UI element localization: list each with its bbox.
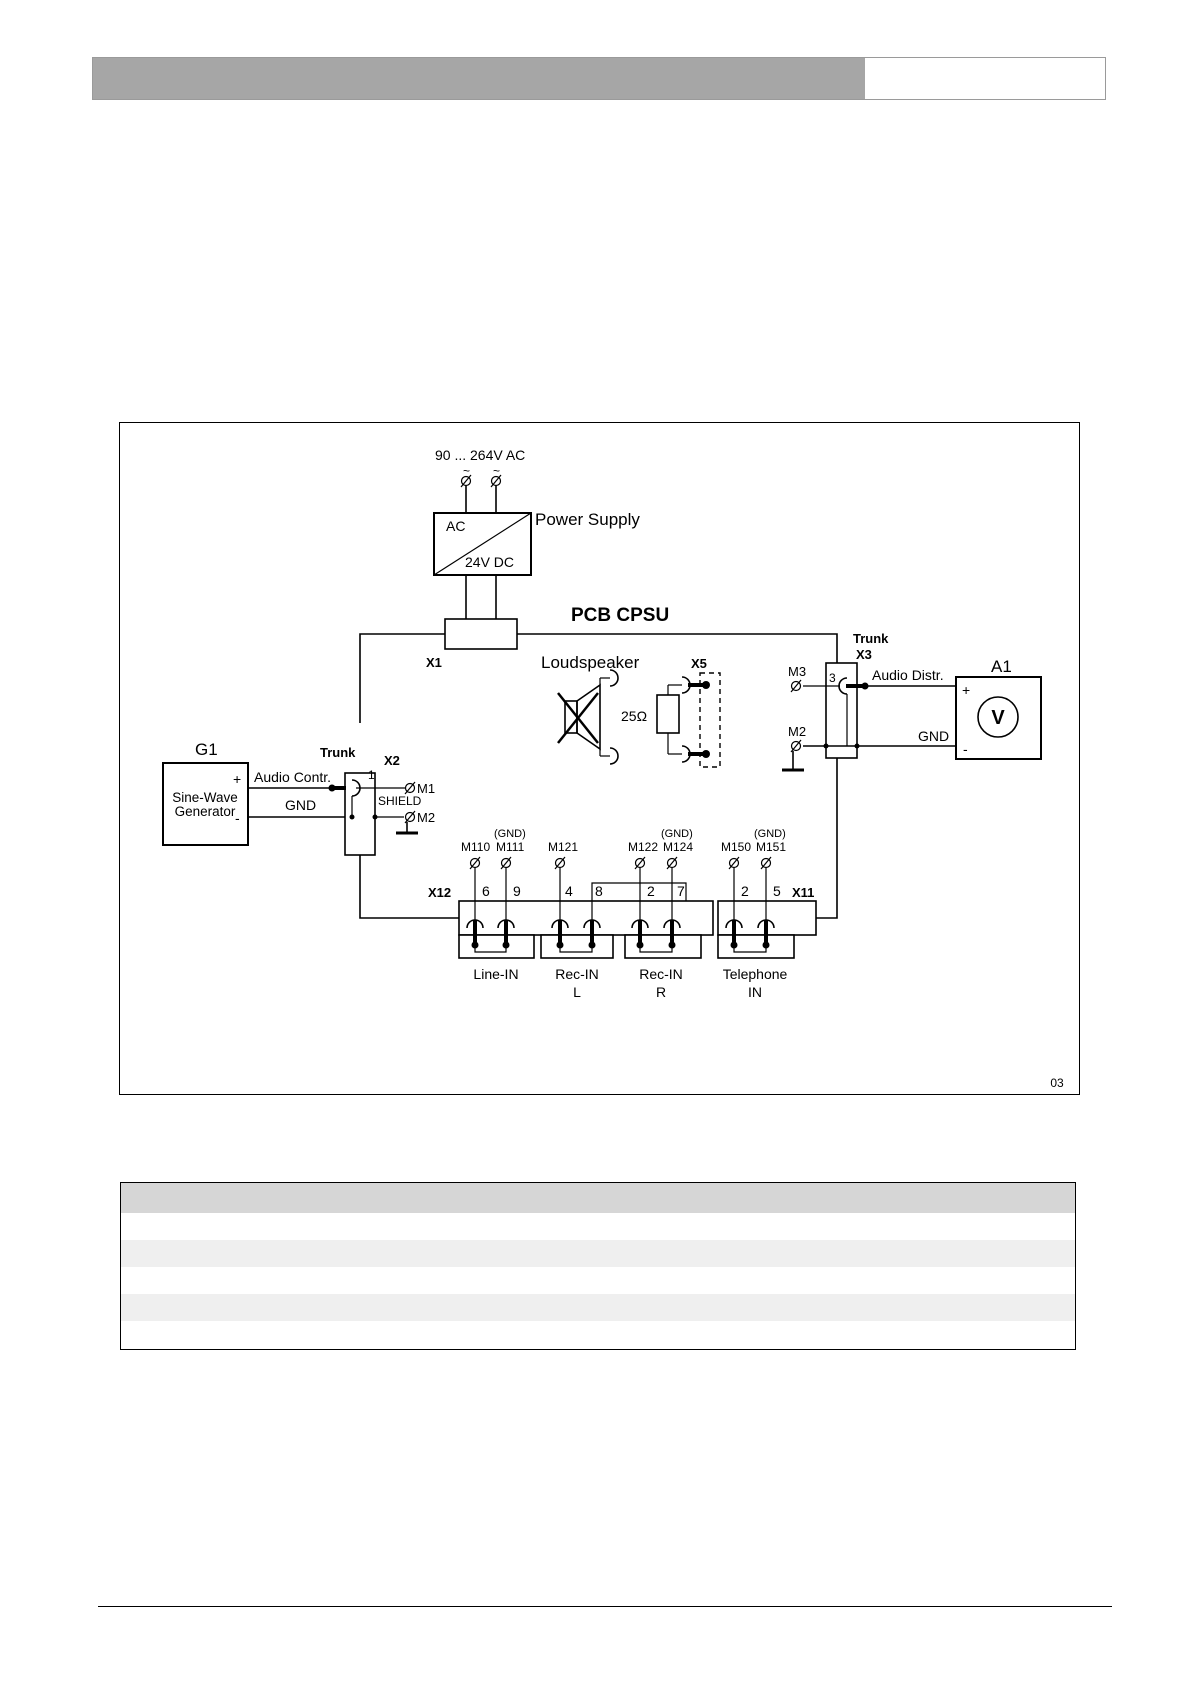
m3-label: M3 xyxy=(788,664,806,679)
m2-right-label: M2 xyxy=(788,724,806,739)
table-row xyxy=(121,1321,1075,1349)
gnd-tags: (GND) (GND) (GND) xyxy=(494,828,786,840)
circuit-diagram-svg: 90 ... 264V AC ~ ~ AC 24V DC Power Suppl… xyxy=(162,447,1064,1090)
x12-pin-6: 6 xyxy=(482,883,490,899)
x2-contact xyxy=(328,779,405,820)
ac-terminal-2 xyxy=(490,474,502,488)
x12-pin-9: 9 xyxy=(513,883,521,899)
ac-tilde-1: ~ xyxy=(463,464,470,478)
jack-contacts xyxy=(466,868,775,953)
g1-label: G1 xyxy=(195,740,218,759)
loudspeaker-symbol xyxy=(557,669,619,765)
ac-tilde-2: ~ xyxy=(493,464,500,478)
connector-x3 xyxy=(825,662,858,759)
connector-x5 xyxy=(681,672,721,768)
m3-terminal xyxy=(790,679,802,693)
m2-right-terminal xyxy=(782,739,804,772)
telephone-in-label: Telephone xyxy=(723,966,788,982)
generator-plus: + xyxy=(233,771,241,787)
x3-trunk-label: Trunk xyxy=(853,631,889,646)
m1-label: M1 xyxy=(417,781,435,796)
m150-label: M150 xyxy=(721,840,751,854)
voltmeter-symbol: V xyxy=(991,707,1005,729)
m124-gnd-tag: (GND) xyxy=(661,828,693,840)
x3-label: X3 xyxy=(856,647,872,662)
supply-voltage-label: 90 ... 264V AC xyxy=(435,447,525,463)
circuit-diagram: 90 ... 264V AC ~ ~ AC 24V DC Power Suppl… xyxy=(119,422,1080,1095)
table-row xyxy=(121,1240,1075,1267)
x11-pin-2: 2 xyxy=(741,883,749,899)
x12-pin-4: 4 xyxy=(565,883,573,899)
x12-pin-8: 8 xyxy=(595,883,603,899)
line-in-label: Line-IN xyxy=(473,966,518,982)
x3-pin-3: 3 xyxy=(829,671,836,685)
x2-trunk-label: Trunk xyxy=(320,745,356,760)
resistor-label: 25Ω xyxy=(621,708,647,724)
loudspeaker-label: Loudspeaker xyxy=(541,653,640,672)
dc-output-label: 24V DC xyxy=(465,554,514,570)
x12-label: X12 xyxy=(428,885,451,900)
audio-distr-label: Audio Distr. xyxy=(872,667,944,683)
x11-pin-5: 5 xyxy=(773,883,781,899)
sine-wave-generator xyxy=(162,762,249,846)
voltmeter-a1 xyxy=(955,676,1042,760)
x1-label: X1 xyxy=(426,655,442,670)
x2-pin-1: 1 xyxy=(368,768,375,782)
ac-terminal-1 xyxy=(460,474,472,488)
data-table xyxy=(120,1182,1076,1350)
m2-left-terminal xyxy=(396,810,418,835)
m111-label: M111 xyxy=(496,840,525,854)
m151-label: M151 xyxy=(756,840,786,854)
table-row xyxy=(121,1213,1075,1240)
measure-terminals xyxy=(469,856,772,870)
resistor-25-ohm xyxy=(656,684,682,755)
telephone-in-label-2: IN xyxy=(748,984,762,1000)
rec-in-l-label: Rec-IN xyxy=(555,966,599,982)
generator-minus: - xyxy=(235,810,240,826)
power-supply-box xyxy=(433,512,532,576)
generator-name-line1: Sine-Wave xyxy=(172,790,238,805)
gnd-right-label: GND xyxy=(918,728,949,744)
m122-label: M122 xyxy=(628,840,658,854)
table-header-row xyxy=(121,1183,1075,1213)
ac-input-label: AC xyxy=(446,518,465,534)
m2-left-label: M2 xyxy=(417,810,435,825)
x12-pin-2: 2 xyxy=(647,883,655,899)
x11-label: X11 xyxy=(792,885,814,900)
x2-label: X2 xyxy=(384,753,400,768)
a1-label: A1 xyxy=(991,657,1012,676)
m110-label: M110 xyxy=(461,840,490,854)
m121-label: M121 xyxy=(548,840,578,854)
connector-x12 xyxy=(458,900,714,959)
voltmeter-circle xyxy=(977,696,1019,738)
x5-label: X5 xyxy=(691,656,707,671)
table-row xyxy=(121,1294,1075,1321)
shield-label: SHIELD xyxy=(378,794,422,808)
figure-number: 03 xyxy=(1050,1076,1064,1090)
footer-rule xyxy=(98,1606,1112,1607)
connector-x1 xyxy=(444,618,518,650)
pcb-outline xyxy=(359,633,838,919)
header-bar-shaded xyxy=(93,58,865,99)
generator-name-line2: Generator xyxy=(175,804,236,819)
meter-minus: - xyxy=(963,741,968,757)
x12-pin-7: 7 xyxy=(677,883,685,899)
pin-8-7-link xyxy=(591,882,687,901)
pcb-cpsu-label: PCB CPSU xyxy=(571,605,669,626)
rec-in-r-channel: R xyxy=(656,984,666,1000)
m124-label: M124 xyxy=(663,840,693,854)
table-row xyxy=(121,1267,1075,1294)
m111-gnd-tag: (GND) xyxy=(494,828,526,840)
m1-terminal xyxy=(404,781,416,795)
header-bar xyxy=(92,57,1106,100)
m151-gnd-tag: (GND) xyxy=(754,828,786,840)
rec-in-l-channel: L xyxy=(573,984,581,1000)
rec-in-r-label: Rec-IN xyxy=(639,966,683,982)
audio-contr-label: Audio Contr. xyxy=(254,769,331,785)
power-supply-label: Power Supply xyxy=(535,510,640,529)
gnd-left-label: GND xyxy=(285,797,316,813)
meter-plus: + xyxy=(962,682,970,698)
